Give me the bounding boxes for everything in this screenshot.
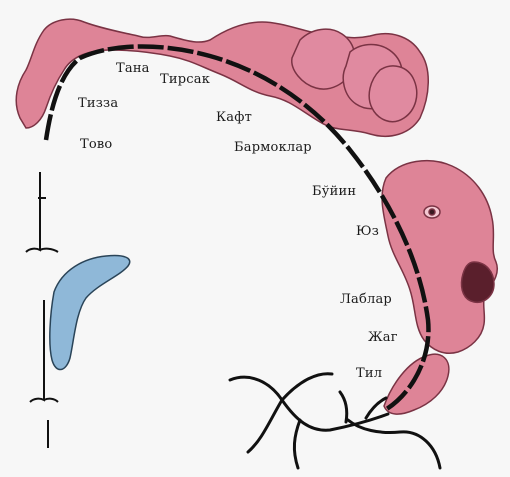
label-tovo: Тово bbox=[80, 137, 112, 152]
label-tana: Тана bbox=[116, 61, 150, 76]
label-tizza: Тизза bbox=[78, 96, 118, 111]
blue-cortex-section bbox=[50, 255, 130, 369]
label-lablar: Лаблар bbox=[340, 292, 392, 307]
label-barmoqlar: Бармоклар bbox=[234, 140, 312, 155]
label-yuz: Юз bbox=[356, 224, 379, 239]
label-buyin: Бўйин bbox=[312, 184, 356, 199]
label-kaft: Кафт bbox=[216, 110, 252, 125]
label-jag: Жаг bbox=[368, 330, 398, 345]
label-tirsak: Тирсак bbox=[160, 72, 210, 87]
label-til: Тил bbox=[356, 366, 382, 381]
